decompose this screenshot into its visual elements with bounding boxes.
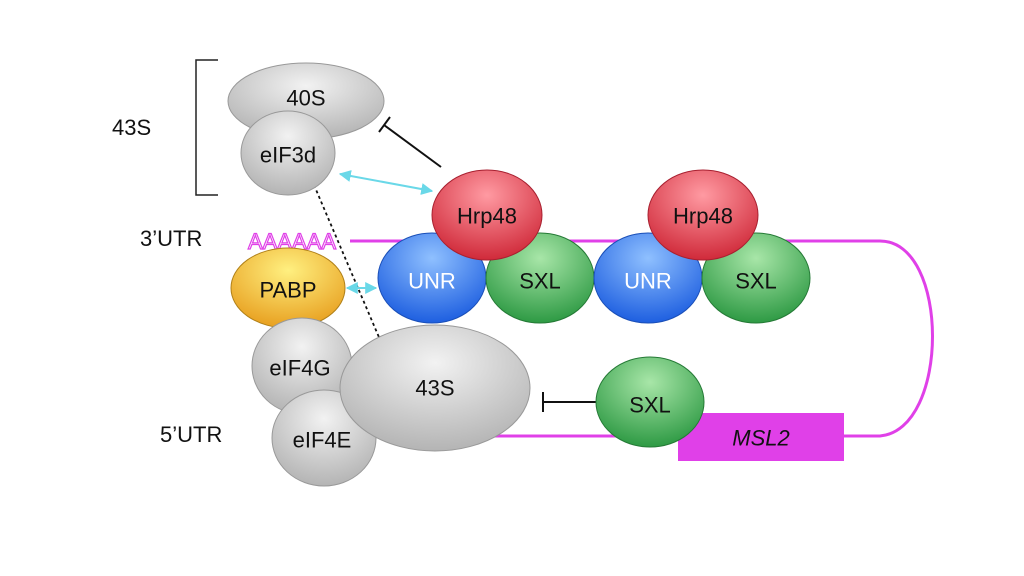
unr-2-label: UNR xyxy=(624,269,672,294)
inhibition-hrp48-40s xyxy=(383,124,442,168)
inhibition-bar-40s xyxy=(378,116,391,133)
unr-1-label: UNR xyxy=(408,269,456,294)
hrp48-1-label: Hrp48 xyxy=(457,204,517,229)
sxl-3-label: SXL xyxy=(629,393,671,418)
mrna-strand xyxy=(350,239,934,438)
hrp48-2 xyxy=(647,169,759,261)
sxl-2 xyxy=(701,232,811,324)
5utr-label: 5’UTR xyxy=(160,422,222,447)
eif3d-label: eIF3d xyxy=(260,143,316,168)
msl2-label: MSL2 xyxy=(732,426,789,451)
sxl-2-label: SXL xyxy=(735,269,777,294)
pabp-label: PABP xyxy=(259,278,316,303)
hrp48-1 xyxy=(431,169,543,261)
43s-bracket xyxy=(195,59,218,196)
eif4g-label: eIF4G xyxy=(269,356,330,381)
eif3d xyxy=(240,110,336,196)
43s-label: 43S xyxy=(112,115,151,140)
hrp48-2-label: Hrp48 xyxy=(673,204,733,229)
43s-complex-label: 43S xyxy=(415,376,454,401)
3utr-label: 3’UTR xyxy=(140,226,202,251)
40s-label: 40S xyxy=(286,86,325,111)
sxl-3 xyxy=(595,356,705,448)
interaction-eif3d-hrp48 xyxy=(338,170,434,195)
43s-complex xyxy=(339,324,531,452)
sxl-1-label: SXL xyxy=(519,269,561,294)
eif4e-label: eIF4E xyxy=(293,428,352,453)
msl2-coding-region xyxy=(678,413,844,461)
